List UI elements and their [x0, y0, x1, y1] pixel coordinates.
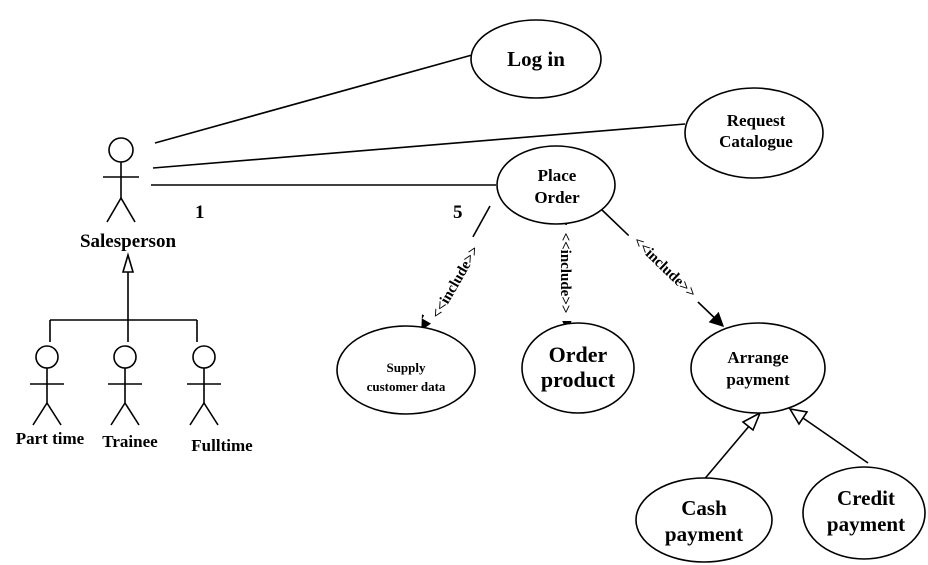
actor-part-time-label: Part time	[16, 429, 85, 448]
use-case-credit-payment-line2: payment	[827, 512, 905, 536]
use-case-request-catalogue: Request Catalogue	[684, 87, 824, 179]
use-case-place-order-line1: Place	[538, 166, 577, 185]
use-case-cash-payment: Cash payment	[635, 477, 773, 563]
payment-generalization	[701, 407, 869, 483]
use-case-place-order-line2: Order	[534, 188, 580, 207]
generalization-arrowhead-credit	[788, 407, 809, 426]
association-request-catalogue	[152, 123, 686, 169]
multiplicity-place-order: 5	[453, 202, 463, 223]
use-case-order-product-line1: Order	[549, 342, 608, 367]
use-case-credit-payment: Credit payment	[802, 466, 926, 560]
use-case-arrange-payment-line2: payment	[726, 370, 790, 389]
use-case-log-in-label: Log in	[507, 47, 565, 71]
use-case-arrange-payment: Arrange payment	[690, 322, 826, 414]
use-case-supply-customer-data-line1: Supply	[386, 360, 426, 375]
include-label-supply: <<include>>	[429, 243, 483, 321]
include-label-order: <<include>>	[557, 233, 573, 314]
actor-part-time	[30, 345, 64, 426]
use-case-order-product-line2: product	[541, 367, 616, 392]
generalization-tree	[49, 252, 198, 342]
use-case-request-catalogue-line1: Request	[727, 111, 786, 130]
include-label-arrange: <<include>>	[630, 234, 699, 302]
use-case-place-order: Place Order	[496, 145, 616, 225]
use-case-credit-payment-line1: Credit	[837, 486, 895, 510]
actor-trainee-label: Trainee	[102, 432, 158, 451]
actor-salesperson	[103, 137, 139, 223]
use-case-log-in: Log in	[470, 19, 602, 99]
association-login	[154, 54, 473, 144]
actor-fulltime-label: Fulltime	[191, 436, 253, 455]
generalization-arrowhead-cash	[741, 411, 762, 432]
use-case-supply-customer-data-line2: customer data	[367, 379, 446, 394]
use-case-cash-payment-line1: Cash	[681, 496, 727, 520]
actor-trainee	[108, 345, 142, 426]
use-case-request-catalogue-line2: Catalogue	[719, 132, 793, 151]
use-case-supply-customer-data: Supply customer data	[336, 325, 476, 415]
actor-salesperson-label: Salesperson	[80, 231, 177, 252]
actor-head	[108, 137, 134, 163]
use-case-order-product: Order product	[521, 322, 635, 414]
actor-fulltime	[187, 345, 221, 426]
multiplicity-salesperson: 1	[195, 202, 205, 223]
generalization-arrowhead	[121, 252, 135, 273]
use-case-arrange-payment-line1: Arrange	[727, 348, 789, 367]
use-case-cash-payment-line2: payment	[665, 522, 743, 546]
